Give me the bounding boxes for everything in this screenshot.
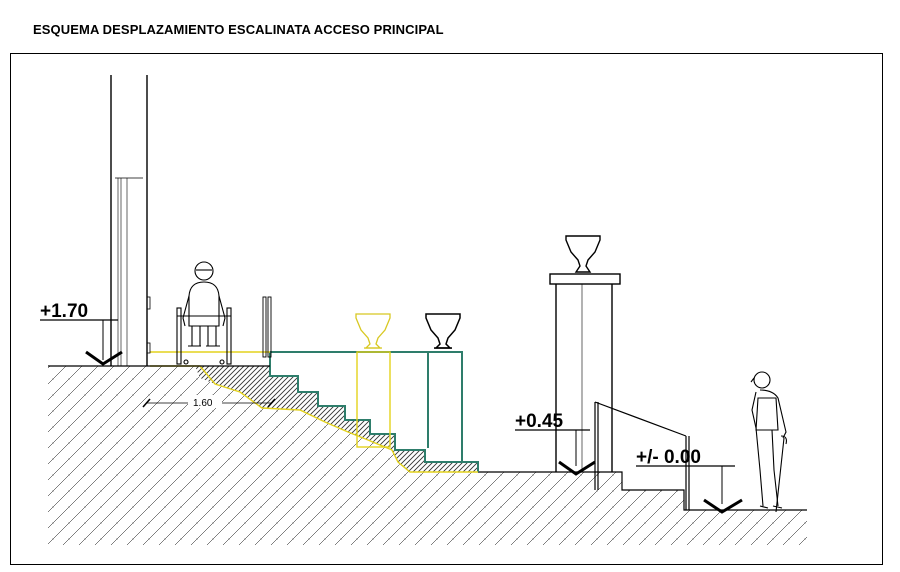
level-marker-ground: +/- 0.00 xyxy=(636,447,743,514)
urn-black xyxy=(425,313,461,349)
level-label-ground: +/- 0.00 xyxy=(636,447,701,468)
ground-handrail xyxy=(594,401,690,510)
dimension-label: 1.60 xyxy=(193,398,213,409)
level-label-middle: +0.45 xyxy=(515,411,564,432)
level-marker-middle: +0.45 xyxy=(515,411,596,476)
upper-landing xyxy=(150,351,463,462)
drawing-frame xyxy=(10,53,883,565)
drawing-title: ESQUEMA DESPLAZAMIENTO ESCALINATA ACCESO… xyxy=(33,22,444,37)
left-column xyxy=(110,75,151,366)
railing-post xyxy=(262,296,272,358)
urn-yellow xyxy=(355,313,391,349)
elderly-person-figure xyxy=(750,371,787,513)
level-label-upper: +1.70 xyxy=(40,301,88,322)
level-marker-upper: +1.70 xyxy=(40,301,123,366)
wheelchair-user-figure xyxy=(176,261,232,365)
right-pillar xyxy=(549,235,621,472)
dimension-line: 1.60 xyxy=(142,395,276,409)
